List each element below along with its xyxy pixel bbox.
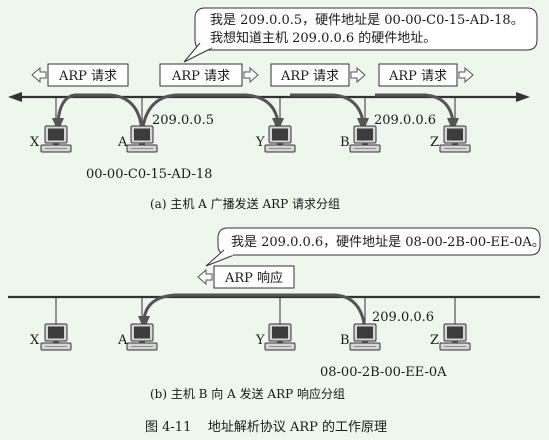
bubble-a-line2: 我想知道主机 209.0.0.6 的硬件地址。 xyxy=(210,30,436,46)
speech-bubble-b: 我是 209.0.0.6，硬件地址是 08-00-2B-00-EE-0A。 xyxy=(205,227,545,267)
speech-bubble-a: 我是 209.0.0.5，硬件地址是 00-00-C0-15-AD-18。 我想… xyxy=(183,7,538,63)
arp-request-box-4: ARP 请求 xyxy=(378,63,474,87)
host-label-z-a: Z xyxy=(430,135,439,150)
host-label-x-b: X xyxy=(30,333,40,348)
host-label-z-b: Z xyxy=(430,333,439,348)
caption-a: (a) 主机 A 广播发送 ARP 请求分组 xyxy=(150,196,340,211)
bus-right-arrow-icon xyxy=(516,92,530,102)
host-label-a-b: A xyxy=(117,333,128,348)
host-b-computer-icon xyxy=(349,125,381,153)
arp-request-box-1: ARP 请求 xyxy=(31,63,129,87)
bus-left-arrow-icon xyxy=(8,92,22,102)
host-x-computer-icon-b xyxy=(40,323,72,351)
host-y-computer-icon-b xyxy=(264,323,296,351)
host-label-b-b: B xyxy=(340,333,350,348)
host-label-y-a: Y xyxy=(255,135,265,150)
arp-response-label: ARP 响应 xyxy=(224,270,283,286)
mac-address-a: 00-00-C0-15-AD-18 xyxy=(86,167,212,182)
arp-request-label-2: ARP 请求 xyxy=(171,69,230,84)
host-b-computer-icon-b xyxy=(349,323,381,351)
host-x-computer-icon xyxy=(40,125,72,153)
bubble-b-text: 我是 209.0.0.6，硬件地址是 08-00-2B-00-EE-0A。 xyxy=(231,235,545,250)
ip-address-b-panel-a: 209.0.0.6 xyxy=(374,113,436,128)
panel-a: 我是 209.0.0.5，硬件地址是 00-00-C0-15-AD-18。 我想… xyxy=(8,7,538,211)
host-label-b-a: B xyxy=(340,135,350,150)
panel-b: 我是 209.0.0.6，硬件地址是 08-00-2B-00-EE-0A。 AR… xyxy=(8,227,545,401)
host-label-y-b: Y xyxy=(255,333,265,348)
bubble-a-line1: 我是 209.0.0.5，硬件地址是 00-00-C0-15-AD-18。 xyxy=(210,13,524,28)
mac-address-b: 08-00-2B-00-EE-0A xyxy=(320,365,447,380)
arp-request-label-3: ARP 请求 xyxy=(280,69,339,84)
host-a-computer-icon-b xyxy=(126,323,158,351)
arp-request-box-3: ARP 请求 xyxy=(270,63,366,87)
arp-request-box-2: ARP 请求 xyxy=(159,63,259,87)
ip-address-a: 209.0.0.5 xyxy=(152,113,214,128)
host-z-computer-icon xyxy=(439,125,471,153)
caption-b: (b) 主机 B 向 A 发送 ARP 响应分组 xyxy=(150,386,345,401)
arp-request-label-4: ARP 请求 xyxy=(388,69,447,84)
arp-response-box: ARP 响应 xyxy=(197,265,295,289)
arp-request-label-1: ARP 请求 xyxy=(58,69,117,84)
host-z-computer-icon-b xyxy=(439,323,471,351)
figure-caption: 图 4-11 地址解析协议 ARP 的工作原理 xyxy=(145,419,387,435)
ip-address-b: 209.0.0.6 xyxy=(372,310,434,325)
host-y-computer-icon xyxy=(264,125,296,153)
host-a-computer-icon xyxy=(126,125,158,153)
host-label-a-a: A xyxy=(117,135,128,150)
host-label-x-a: X xyxy=(30,135,40,150)
